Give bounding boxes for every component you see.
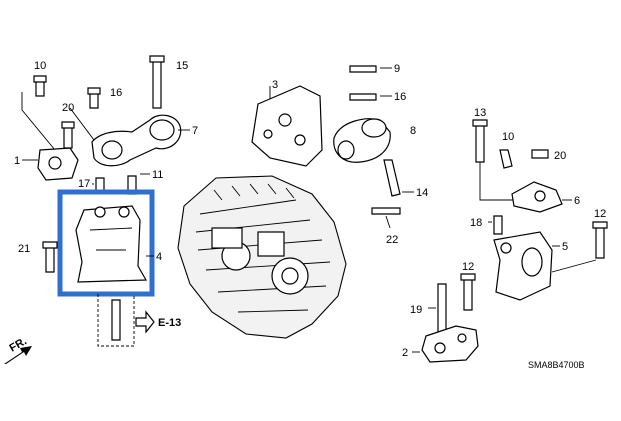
callout-2: 2 [402,347,408,359]
nut-18 [493,215,503,235]
callout-1: 1 [14,155,20,167]
callout-9: 9 [394,63,400,75]
part-2-bracket [421,325,479,363]
highlighted-mount-assembly [42,173,155,347]
callout-6: 6 [574,195,580,207]
highlight-frame [57,189,155,297]
bolt-10-right [499,149,513,169]
callout-20-left: 20 [62,102,74,114]
callout-11: 11 [152,169,163,181]
callout-10-left: 10 [34,60,46,72]
reference-label: E-13 [158,317,181,329]
callout-5: 5 [562,241,568,253]
callout-8: 8 [410,125,416,137]
bolt-12-lower [463,277,473,311]
bolt-12-right [595,225,605,259]
bolt-20-left [63,125,73,149]
torque-rod-assembly [69,55,190,167]
bolt-21 [45,245,55,273]
callout-17: 17 [78,178,90,190]
bolt-14 [383,159,401,197]
lower-bracket-assembly [412,273,479,363]
bolt-9 [349,65,377,73]
callout-20-right: 20 [554,150,566,162]
center-mount-assembly [251,65,414,229]
bolt-15 [152,59,162,109]
callout-labels: 10 20 1 16 15 7 17 11 21 4 3 9 16 8 14 2… [14,60,606,359]
callout-12-right: 12 [594,208,606,220]
right-mount-assembly [472,119,608,301]
callout-16-left: 16 [110,87,122,99]
bolt-13 [475,123,485,163]
callout-15: 15 [176,60,188,72]
callout-12-lower: 12 [462,261,474,273]
callout-14: 14 [416,187,428,199]
part-4-mount [75,205,148,283]
diagram-code: SMA8B4700B [528,360,585,370]
engine-block [177,175,347,339]
callout-21: 21 [18,243,30,255]
callout-4: 4 [156,251,162,263]
arrow-icon [4,346,32,364]
front-direction-arrow [4,346,32,364]
bolt-20-right [531,149,549,159]
left-bracket-assembly [21,75,79,181]
callout-22: 22 [386,234,398,246]
reference-arrow [135,310,155,334]
stud-bolt [111,299,121,341]
callout-13: 13 [474,107,486,119]
callout-10-right: 10 [502,131,514,143]
callout-3: 3 [272,79,278,91]
callout-18: 18 [470,217,482,229]
callout-16-center: 16 [394,91,406,103]
bolt-22 [371,207,401,215]
callout-19: 19 [410,304,422,316]
callout-7: 7 [192,125,198,137]
stud-19 [437,283,447,335]
bolt-16-center [349,93,377,101]
